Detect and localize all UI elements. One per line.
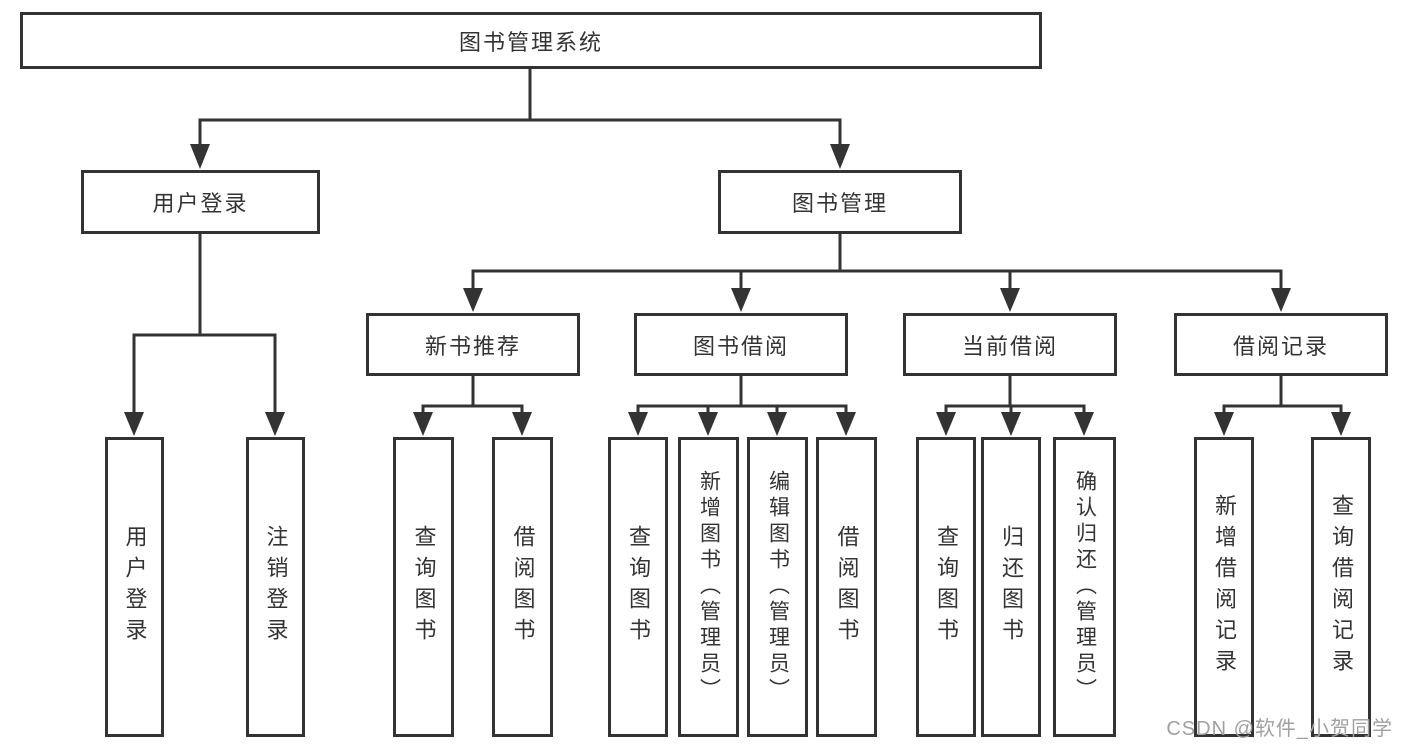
node-book-management: 图书管理 xyxy=(718,170,962,234)
leaf-confirm-return-admin: 确认归还（管理员） xyxy=(1053,437,1116,737)
leaf-recommend-borrow-books: 借阅图书 xyxy=(492,437,553,737)
node-new-book-recommend: 新书推荐 xyxy=(366,313,580,376)
leaf-return-books: 归还图书 xyxy=(981,437,1041,737)
watermark: CSDN @软件_小贺同学 xyxy=(1166,718,1393,740)
leaf-user-login: 用户登录 xyxy=(105,437,164,737)
node-current-borrow: 当前借阅 xyxy=(903,313,1117,376)
leaf-borrow-query-books: 查询图书 xyxy=(608,437,668,737)
node-root: 图书管理系统 xyxy=(20,12,1042,69)
leaf-current-query-books: 查询图书 xyxy=(916,437,976,737)
leaf-add-books-admin: 新增图书（管理员） xyxy=(678,437,739,737)
node-book-borrow: 图书借阅 xyxy=(634,313,848,376)
leaf-add-borrow-record: 新增借阅记录 xyxy=(1194,437,1254,737)
leaf-logout: 注销登录 xyxy=(246,437,305,737)
leaf-query-borrow-record: 查询借阅记录 xyxy=(1311,437,1371,737)
node-user-login: 用户登录 xyxy=(81,170,320,234)
leaf-borrow-books: 借阅图书 xyxy=(816,437,877,737)
leaf-recommend-query-books: 查询图书 xyxy=(393,437,454,737)
node-borrow-records: 借阅记录 xyxy=(1174,313,1388,376)
leaf-edit-books-admin: 编辑图书（管理员） xyxy=(747,437,808,737)
